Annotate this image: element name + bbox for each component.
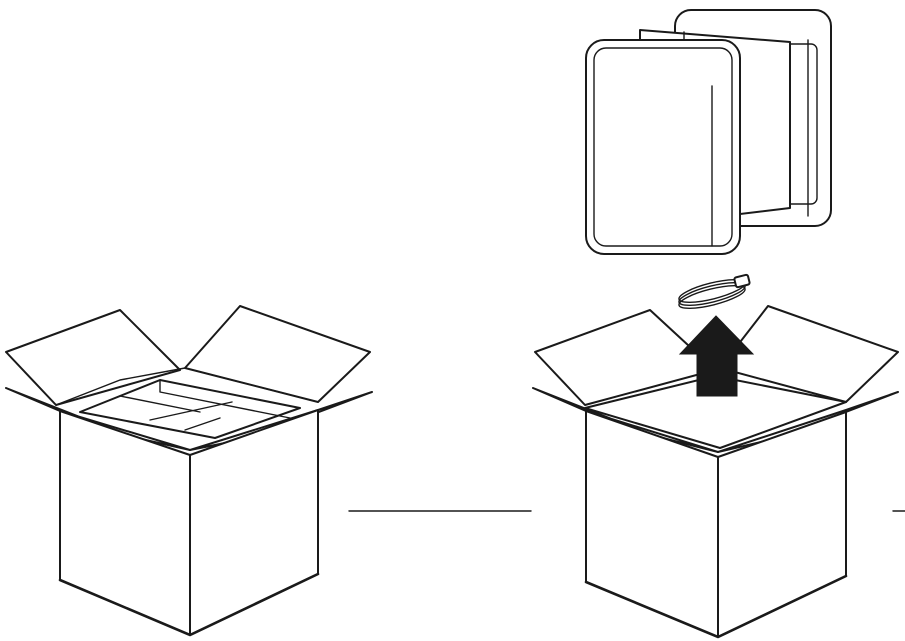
- box2-opening: [584, 375, 847, 449]
- box1-flap-back-left: [5, 309, 181, 406]
- box1-flap-back-right: [184, 305, 371, 403]
- foam-cap-front: [585, 39, 741, 255]
- up-arrow-icon: [678, 315, 755, 397]
- box1-packaging-insert: [79, 379, 301, 439]
- box2-flap-back-right: [719, 305, 899, 403]
- power-cable-icon: [678, 273, 751, 310]
- step-2-open-box-icon: [532, 305, 899, 639]
- device-in-foam-icon: [585, 9, 832, 255]
- step-1-open-box-icon: [5, 305, 373, 637]
- box2-flap-back-left: [534, 309, 716, 406]
